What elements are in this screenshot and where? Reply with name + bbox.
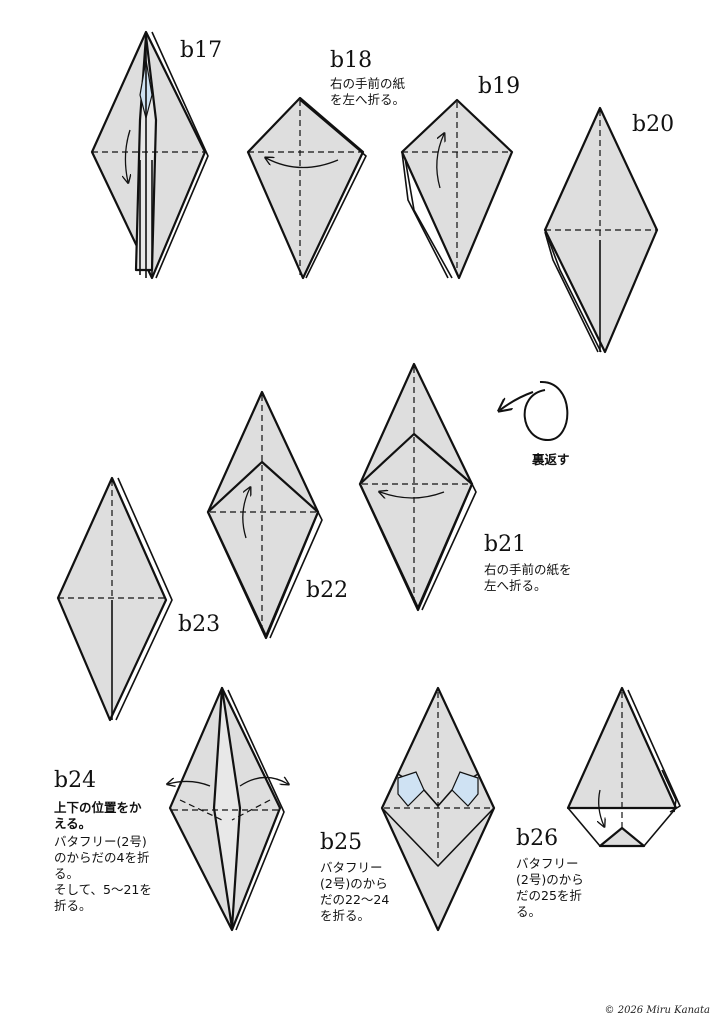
step-label-b26: b26: [516, 826, 559, 851]
step-instruction-b18: 右の手前の紙 を左へ折る。: [330, 76, 406, 107]
step-instruction-b24: バタフリー(2号) のからだの4を折 る。 そして、5〜21を 折る。: [54, 834, 152, 913]
turn-over-icon: [500, 380, 569, 442]
step-instruction-b21: 右の手前の紙を 左へ折る。: [484, 562, 572, 593]
step-b18-figure: [246, 96, 367, 280]
step-instruction-b25: バタフリー (2号)のから だの22〜24 を折る。: [320, 860, 390, 923]
step-instruction-b24-bold: 上下の位置をか える。: [54, 800, 142, 831]
step-label-b19: b19: [478, 74, 521, 99]
step-label-b25: b25: [320, 830, 363, 855]
step-b17-figure: [90, 30, 209, 280]
step-b19-figure: [400, 98, 514, 280]
step-label-b17: b17: [180, 38, 223, 63]
copyright: © 2026 Miru Kanata: [604, 1005, 710, 1016]
step-label-b18: b18: [330, 48, 373, 73]
step-b26-figure: [566, 686, 681, 848]
step-instruction-b26: バタフリー (2号)のから だの25を折 る。: [516, 856, 584, 919]
step-b20-figure: [543, 106, 659, 354]
step-b25-figure: [380, 686, 496, 932]
step-b22-figure: [206, 390, 323, 640]
step-label-b22: b22: [306, 578, 349, 603]
step-b24-figure: [168, 686, 288, 932]
step-label-b20: b20: [632, 112, 675, 137]
step-b23-figure: [56, 476, 173, 722]
step-label-b21: b21: [484, 532, 527, 557]
step-label-b24: b24: [54, 768, 97, 793]
step-label-b23: b23: [178, 612, 221, 637]
turn-over-label: 裏返す: [532, 452, 570, 467]
step-b21-figure: [358, 362, 477, 612]
